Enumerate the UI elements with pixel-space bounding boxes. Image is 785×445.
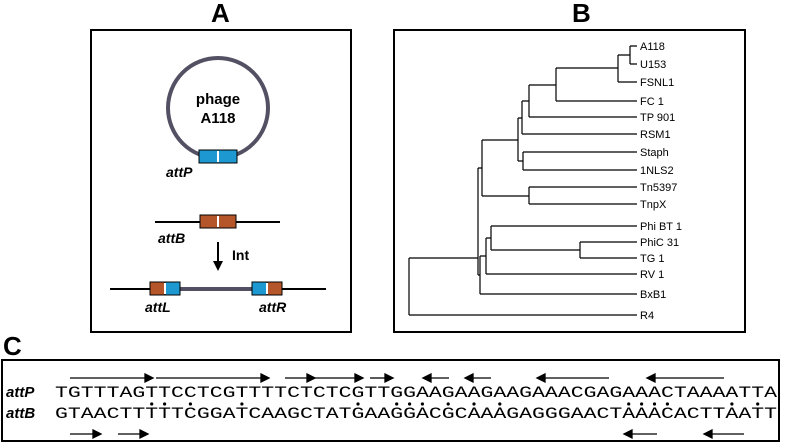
match-dot xyxy=(408,402,412,406)
attP-seq-label: attP xyxy=(6,384,35,401)
attB-label: attB xyxy=(158,230,185,246)
attP-sequence: TGTTTAGTTCCTCGTTTTCTCTCGTTGGAAGAAGAAGAAA… xyxy=(55,384,778,402)
leaf-label: Staph xyxy=(640,147,669,159)
int-arrow-head xyxy=(213,261,223,271)
match-dot xyxy=(652,402,657,406)
leaf-label: Tn5397 xyxy=(640,182,677,194)
match-dot xyxy=(420,402,424,406)
match-dot xyxy=(356,402,360,406)
leaf-label: PhiC 31 xyxy=(640,237,679,249)
leaf-label: TnpX xyxy=(640,199,667,211)
match-dot xyxy=(640,402,644,406)
attL-site xyxy=(149,281,181,296)
attL-label: attL xyxy=(145,299,171,315)
panel-label-b: B xyxy=(572,0,591,28)
match-dot xyxy=(472,402,476,406)
phage-label-line2: A118 xyxy=(200,110,235,127)
panel-a-frame xyxy=(90,29,352,333)
attB-sequence: GTAACTTTTTCGGATCAAGCTATGAAGGACGCAAAGAGGG… xyxy=(55,405,777,423)
attP-site xyxy=(198,149,238,164)
leaf-label: RSM1 xyxy=(640,129,671,141)
leaf-label: U153 xyxy=(640,59,666,71)
leaf-label: BxB1 xyxy=(640,289,666,301)
leaf-label: TG 1 xyxy=(640,253,664,265)
match-dot xyxy=(240,402,244,406)
panel-b-frame xyxy=(393,29,746,333)
leaf-label: A118 xyxy=(640,41,665,53)
leaf-label: TP 901 xyxy=(640,112,675,124)
repeat-arrows xyxy=(70,372,744,440)
leaf-label: 1NLS2 xyxy=(640,165,674,177)
match-dot xyxy=(627,402,631,406)
phage-label-line1: phage xyxy=(196,91,240,108)
leaf-label: FSNL1 xyxy=(640,77,674,89)
match-dot xyxy=(163,402,167,406)
match-dots xyxy=(150,402,760,406)
attP-label: attP xyxy=(166,164,193,180)
leaf-label: Phi BT 1 xyxy=(640,221,682,233)
match-dot xyxy=(395,402,399,406)
panel-label-a: A xyxy=(211,0,230,28)
attB-seq-label: attB xyxy=(6,405,35,422)
match-dot xyxy=(730,402,734,406)
panel-label-c: C xyxy=(3,331,22,361)
match-dot xyxy=(150,402,154,406)
match-dot xyxy=(498,402,502,406)
attR-label: attR xyxy=(259,299,287,315)
leaf-label: R4 xyxy=(640,310,654,322)
tree-leaf-labels: A118 U153 FSNL1 FC 1 TP 901 RSM1 Staph 1… xyxy=(640,41,682,322)
int-label: Int xyxy=(232,247,249,263)
attB-site xyxy=(199,214,237,229)
panel-c-frame xyxy=(1,359,780,442)
match-dot xyxy=(188,402,192,406)
match-dot xyxy=(756,402,760,406)
leaf-label: FC 1 xyxy=(640,96,664,108)
attR-site xyxy=(251,281,283,296)
match-dot xyxy=(446,402,450,406)
match-dot xyxy=(665,402,670,406)
leaf-label: RV 1 xyxy=(640,269,664,281)
